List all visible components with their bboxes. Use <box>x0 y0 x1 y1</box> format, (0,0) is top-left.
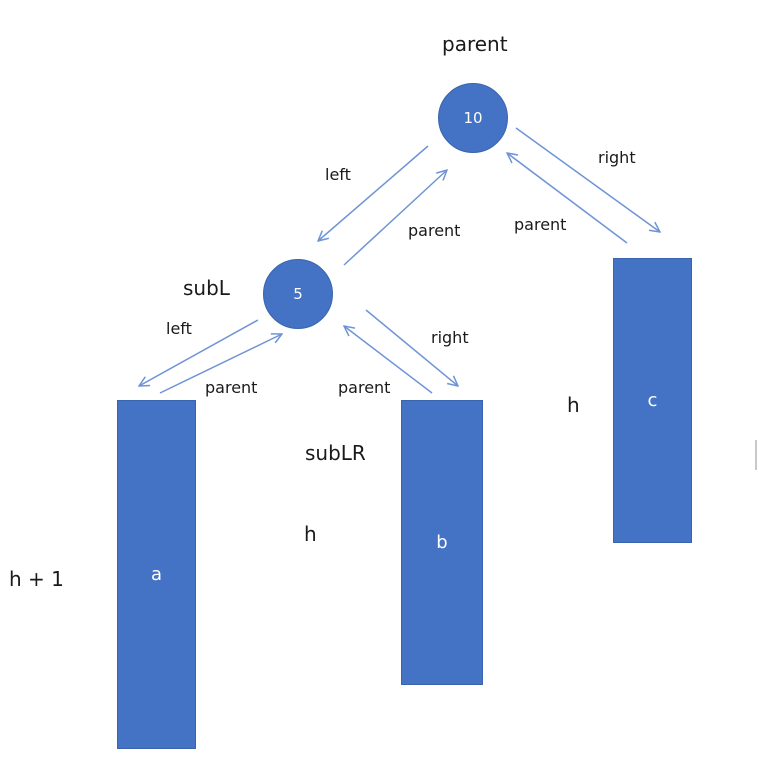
arrow-subl-to-a-left <box>139 319 259 386</box>
arrow-root-to-subl-left <box>318 145 429 241</box>
arrow-root-to-c-right <box>515 127 660 232</box>
root-node-value: 10 <box>463 109 483 127</box>
arrow-a-to-subl-parent <box>159 334 282 394</box>
height-c-label: h <box>567 393 580 417</box>
edge-label-right-root: right <box>598 148 636 167</box>
height-b-label: h <box>304 522 317 546</box>
height-a-label: h + 1 <box>9 567 64 591</box>
edge-artifact <box>755 440 757 470</box>
edge-label-left-root: left <box>325 165 351 184</box>
subtree-a-label: a <box>150 564 163 585</box>
edge-label-parent-c: parent <box>514 215 567 234</box>
sublr-label: subLR <box>305 441 366 465</box>
arrow-b-to-subl-parent <box>344 326 433 394</box>
edge-label-right-subl: right <box>431 328 469 347</box>
arrow-subl-to-root-parent <box>343 170 447 266</box>
subtree-b: b <box>401 400 483 685</box>
subtree-c: c <box>613 258 692 543</box>
subtree-c-label: c <box>647 390 658 411</box>
edge-label-parent-b: parent <box>338 378 391 397</box>
edge-label-parent-a: parent <box>205 378 258 397</box>
root-node: 10 <box>438 83 508 153</box>
arrow-c-to-root-parent <box>507 153 628 244</box>
arrow-subl-to-b-right <box>365 309 458 386</box>
subl-node-value: 5 <box>293 285 303 303</box>
edge-label-left-subl: left <box>166 319 192 338</box>
subl-node: 5 <box>263 259 333 329</box>
subl-label: subL <box>183 276 230 300</box>
subtree-b-label: b <box>436 532 448 553</box>
edge-label-parent-subl: parent <box>408 221 461 240</box>
root-label: parent <box>442 32 508 56</box>
subtree-a: a <box>117 400 196 749</box>
